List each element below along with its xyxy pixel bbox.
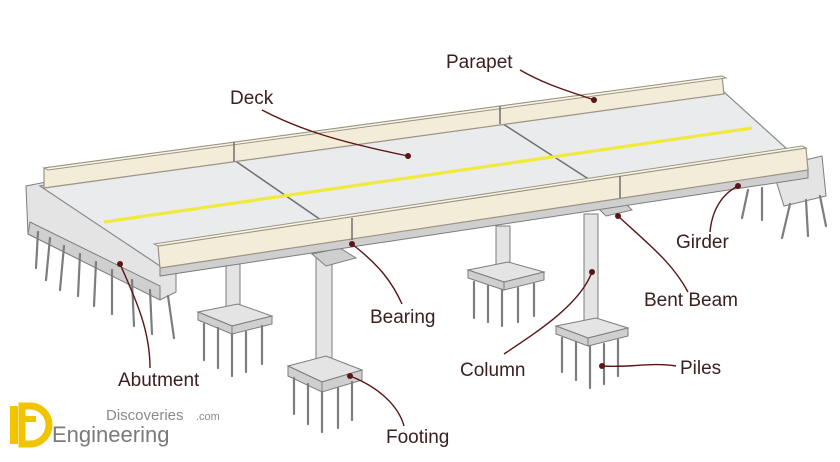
watermark: Discoveries .com Engineering [10, 402, 220, 448]
watermark-site: Discoveries [106, 407, 184, 424]
label-abutment: Abutment [118, 370, 200, 391]
foundation-back [466, 225, 546, 328]
label-footing: Footing [386, 427, 449, 448]
label-bent-beam: Bent Beam [644, 290, 738, 311]
label-column: Column [460, 360, 525, 381]
watermark-brand: Engineering [52, 422, 169, 447]
label-girder: Girder [676, 232, 729, 253]
foundation-front [286, 257, 364, 434]
label-parapet: Parapet [446, 52, 513, 73]
parapet-front [152, 145, 809, 269]
parapet-back [42, 75, 728, 189]
foundation-left [196, 261, 274, 378]
label-deck: Deck [230, 88, 274, 109]
label-piles: Piles [680, 358, 721, 379]
foundation-right [554, 213, 630, 390]
leader-lines [117, 69, 741, 427]
watermark-tld: .com [196, 411, 220, 423]
logo-icon [10, 402, 53, 448]
label-bearing: Bearing [370, 307, 436, 328]
